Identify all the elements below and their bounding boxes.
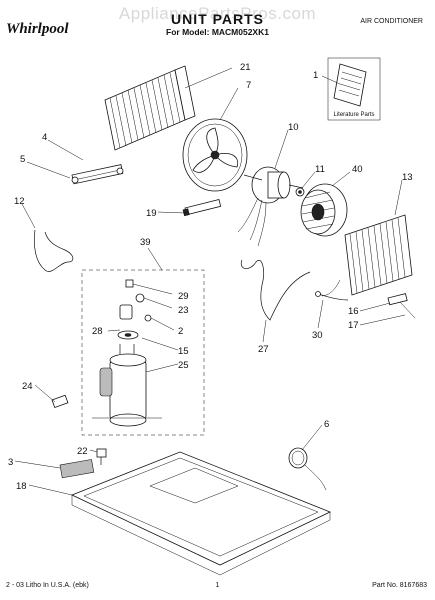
grommet-parts [125, 279, 175, 331]
callout-23: 23 [178, 305, 189, 316]
callout-19: 19 [146, 208, 157, 219]
callout-40: 40 [352, 164, 363, 175]
callout-24: 24 [22, 381, 33, 392]
callout-25: 25 [178, 360, 189, 371]
evaporator-coil [321, 214, 413, 297]
terminal-cover [119, 304, 133, 320]
model-line: For Model: MACM052XK1 [166, 27, 269, 37]
callout-11: 11 [315, 164, 325, 175]
callout-17: 17 [348, 320, 359, 331]
callout-39: 39 [140, 237, 151, 248]
callout-30: 30 [312, 330, 323, 341]
brand-logo: Whirlpool [6, 21, 69, 37]
blower-wheel [300, 183, 348, 237]
callout-29: 29 [178, 291, 189, 302]
callout-12: 12 [14, 196, 25, 207]
callout-18: 18 [16, 481, 27, 492]
callout-leaders [14, 67, 406, 496]
callout-13: 13 [402, 172, 413, 183]
nut [295, 187, 305, 197]
overload-protector [51, 394, 69, 409]
thermistor-clip [387, 293, 416, 319]
capillary-tube [240, 259, 311, 321]
callout-labels: 21 7 1 4 10 5 11 40 13 12 19 39 29 23 2 … [8, 62, 413, 492]
suction-tube [317, 293, 349, 301]
callout-27: 27 [258, 344, 269, 355]
screw [96, 448, 107, 465]
gasket [59, 459, 95, 479]
fan-motor [237, 166, 304, 247]
callout-3: 3 [8, 457, 13, 468]
callout-28: 28 [92, 326, 103, 337]
literature-parts-label: Literature Parts [333, 112, 374, 118]
condenser-fan-blade [182, 118, 248, 192]
callout-15: 15 [178, 346, 189, 357]
callout-22: 22 [77, 446, 88, 457]
base-pan [70, 451, 331, 576]
callout-16: 16 [348, 306, 359, 317]
callout-7: 7 [246, 80, 251, 91]
condenser-coil [104, 65, 196, 151]
compressor [92, 344, 162, 427]
document-type: AIR CONDITIONER [360, 18, 423, 25]
callout-4: 4 [42, 132, 47, 143]
callout-1: 1 [313, 70, 318, 81]
compressor-mount [117, 330, 139, 340]
mounting-bracket [182, 199, 222, 217]
watermark-text: AppliancePartsPros.com [118, 4, 317, 23]
compressor-group-box [81, 269, 205, 436]
grommet-ring [288, 447, 327, 491]
page-title: UNIT PARTS [171, 11, 264, 27]
coil-tube-bundle [71, 164, 124, 185]
refrigerant-tube [33, 229, 74, 272]
callout-10: 10 [288, 122, 299, 133]
tube-end [315, 291, 321, 297]
callout-2: 2 [178, 326, 183, 337]
callout-21: 21 [240, 62, 251, 73]
callout-5: 5 [20, 154, 25, 165]
footer-part-number: Part No. 8167683 [372, 582, 427, 589]
literature-parts-booklet: Literature Parts [327, 57, 381, 121]
footer-litho: 2 - 03 Litho In U.S.A. (ebk) [6, 582, 89, 589]
footer-page-number: 1 [215, 582, 220, 589]
callout-6: 6 [324, 419, 329, 430]
